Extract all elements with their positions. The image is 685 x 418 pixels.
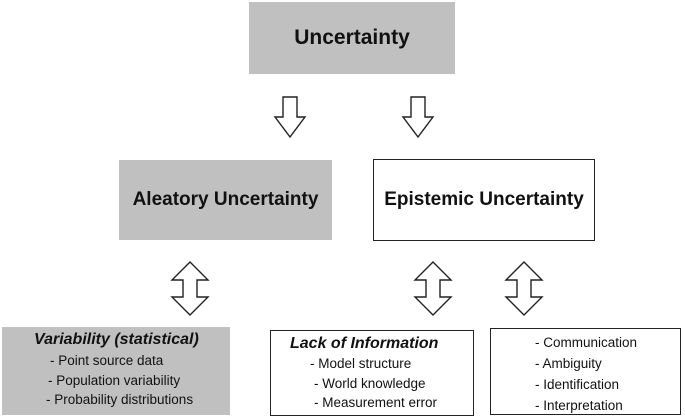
list-item: - Identification <box>535 377 620 392</box>
down-arrow-icon <box>273 96 307 139</box>
list-item: - Communication <box>535 335 638 350</box>
epistemic-uncertainty-box: Epistemic Uncertainty <box>373 159 595 241</box>
variability-list: - Point source data - Population variabi… <box>34 351 230 410</box>
uncertainty-box: Uncertainty <box>249 2 455 74</box>
list-item: - World knowledge <box>314 375 426 391</box>
aleatory-uncertainty-label: Aleatory Uncertainty <box>132 189 319 210</box>
variability-heading: Variability (statistical) <box>34 331 199 348</box>
list-item: - Population variability <box>48 372 181 388</box>
epistemic-other-list: - Communication - Ambiguity - Identifica… <box>535 332 680 416</box>
list-item: - Point source data <box>50 353 164 368</box>
epistemic-uncertainty-label: Epistemic Uncertainty <box>384 189 584 210</box>
down-arrow-icon <box>401 96 435 139</box>
double-arrow-icon <box>170 261 210 316</box>
lack-of-information-list: - Model structure - World knowledge - Me… <box>290 354 473 413</box>
list-item: - Ambiguity <box>535 356 602 371</box>
double-arrow-icon <box>413 261 453 316</box>
lack-of-information-heading: Lack of Information <box>290 335 439 352</box>
epistemic-other-box: - Communication - Ambiguity - Identifica… <box>490 328 681 415</box>
list-item: - Probability distributions <box>46 392 194 407</box>
double-arrow-icon <box>504 261 544 316</box>
aleatory-uncertainty-box: Aleatory Uncertainty <box>119 160 332 240</box>
uncertainty-label: Uncertainty <box>294 26 410 49</box>
lack-of-information-box: Lack of Information - Model structure - … <box>270 330 474 416</box>
list-item: - Measurement error <box>314 395 438 410</box>
list-item: - Model structure <box>310 356 412 371</box>
list-item: - Interpretation <box>535 398 623 413</box>
variability-box: Variability (statistical) - Point source… <box>2 327 230 415</box>
